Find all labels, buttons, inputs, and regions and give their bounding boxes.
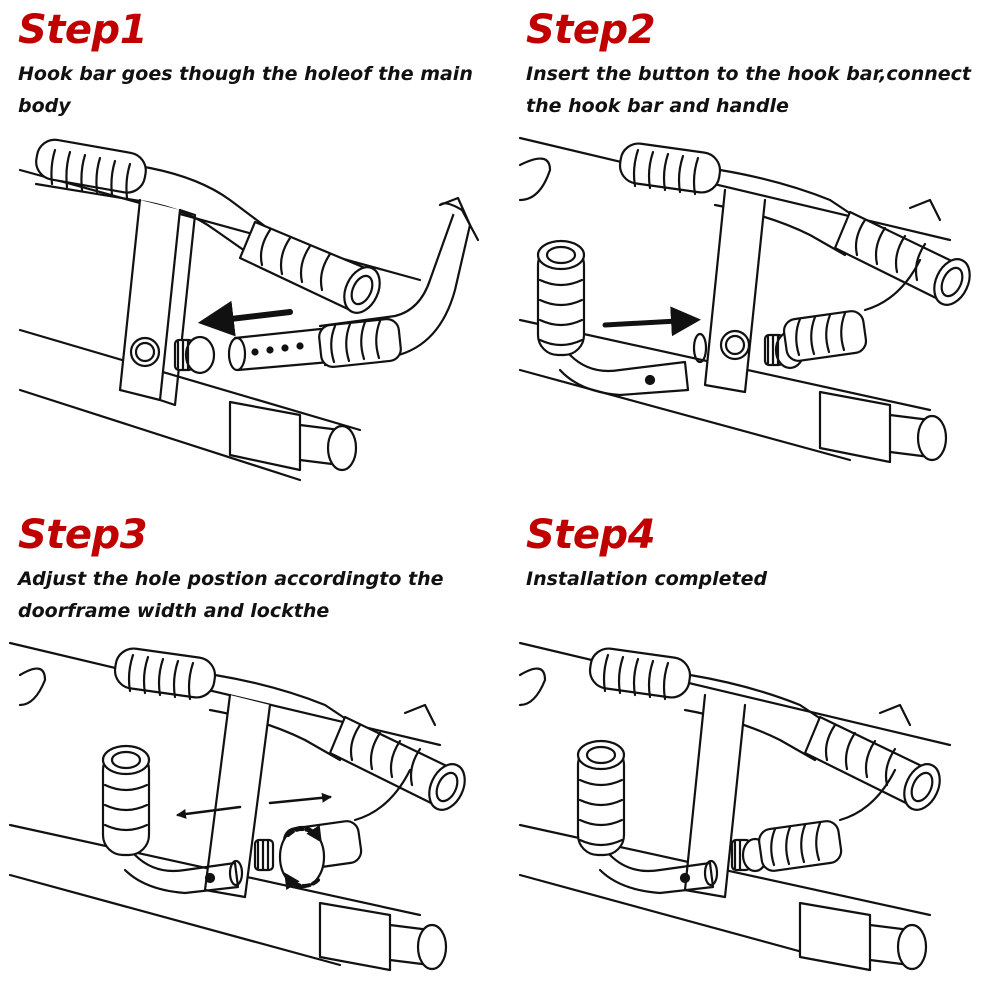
door-frame-bottom-line-2 (18, 388, 302, 482)
left-foam-grip (35, 138, 147, 200)
door-frame-bottom-line-2 (518, 368, 852, 462)
step-3-illustration (8, 641, 466, 972)
step-3-description: Adjust the hole postion accordingto the … (18, 568, 444, 622)
hook-tip (908, 198, 942, 222)
bottom-bar (228, 400, 358, 472)
step-4-description: Installation completed (526, 568, 768, 590)
step-2-illustration (518, 136, 971, 464)
right-foam-grip (238, 220, 381, 314)
hook-grip (782, 258, 922, 362)
rotate-lock-icon (278, 824, 326, 891)
door-frame-top-line (18, 168, 422, 282)
bottom-bar (818, 390, 948, 464)
step-1-panel: Step1 Hook bar goes though the holeof th… (0, 0, 490, 490)
handle (576, 739, 719, 895)
doorframe-curve (18, 667, 47, 707)
door-frame-top-line (518, 136, 952, 242)
arrow-right-icon (268, 792, 332, 805)
lock-knob (173, 335, 216, 375)
bottom-bar (318, 901, 448, 972)
hook-grip (758, 768, 897, 872)
step-4-illustration (518, 641, 952, 972)
step-4-panel: Step4 Installation completed (510, 505, 1000, 995)
door-frame-bottom-line-2 (8, 873, 342, 967)
main-body-bracket (683, 693, 747, 899)
step-2-title: Step2 (526, 7, 656, 53)
main-bar-top (718, 168, 862, 222)
arrow-left-icon (176, 805, 242, 819)
step-3-panel: Step3 Adjust the hole postion accordingt… (0, 505, 490, 995)
step-3-title: Step3 (18, 512, 148, 558)
main-body-bracket (703, 188, 767, 394)
step-1-illustration (18, 138, 480, 482)
handle (536, 239, 708, 397)
bracket-hole (719, 329, 751, 361)
step-1-description: Hook bar goes though the holeof the main… (18, 63, 473, 117)
right-foam-grip (328, 715, 466, 811)
main-bar-top (38, 146, 272, 232)
arrow-left-icon (197, 300, 293, 337)
right-foam-grip (803, 715, 941, 811)
step-2-description: Insert the button to the hook bar,connec… (526, 63, 972, 117)
door-frame-bottom-line (18, 328, 362, 432)
top-foam-grip (113, 647, 217, 701)
main-body-bracket (118, 198, 182, 402)
top-foam-grip (618, 142, 722, 196)
right-foam-grip (833, 210, 971, 306)
main-body-bracket (203, 693, 272, 899)
door-frame-bottom-line-2 (518, 873, 852, 967)
step-2-panel: Step2 Insert the button to the hook bar,… (510, 0, 1000, 490)
step-4-title: Step4 (526, 512, 656, 558)
hook-grip (318, 318, 402, 368)
handle (101, 744, 244, 895)
doorframe-curve (518, 157, 552, 202)
doorframe-curve (518, 667, 547, 707)
step-1-title: Step1 (18, 7, 148, 53)
lock-knob (253, 838, 275, 872)
bottom-bar (798, 901, 928, 972)
bracket-hole (129, 336, 161, 368)
top-foam-grip (588, 647, 692, 701)
arrow-right-icon (602, 306, 701, 337)
